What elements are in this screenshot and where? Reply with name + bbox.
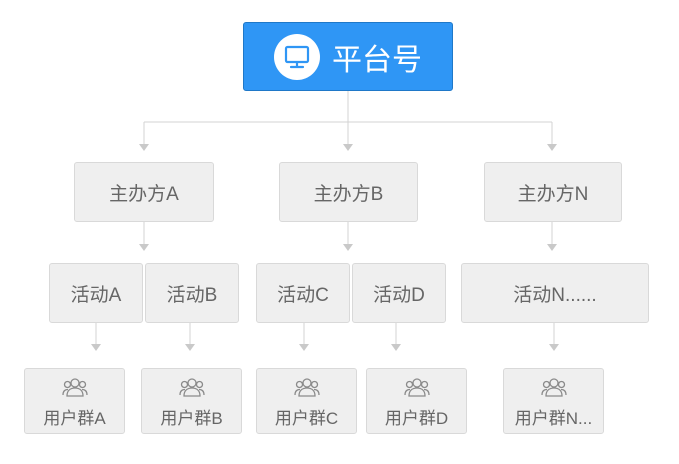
arrow-icon bbox=[547, 144, 557, 151]
users-icon bbox=[61, 377, 88, 402]
organizer-label: 主办方B bbox=[313, 183, 384, 205]
user-group-node-c[interactable]: 用户群C bbox=[256, 368, 357, 434]
activity-node-b[interactable]: 活动B bbox=[145, 263, 239, 323]
users-icon bbox=[178, 377, 205, 402]
activity-label: 活动B bbox=[166, 284, 218, 306]
user-group-node-d[interactable]: 用户群D bbox=[366, 368, 467, 434]
monitor-icon bbox=[274, 33, 320, 80]
arrow-icon bbox=[185, 344, 195, 351]
organizer-node-n[interactable]: 主办方N bbox=[484, 162, 622, 222]
activity-node-a[interactable]: 活动A bbox=[49, 263, 143, 323]
arrow-icon bbox=[139, 144, 149, 151]
users-icon bbox=[403, 377, 430, 402]
activity-label: 活动A bbox=[70, 284, 122, 306]
activity-label: 活动N...... bbox=[513, 284, 597, 306]
arrow-icon bbox=[549, 344, 559, 351]
arrow-icon bbox=[91, 344, 101, 351]
organizer-label: 主办方A bbox=[109, 183, 179, 205]
root-label: 平台号 bbox=[332, 43, 422, 77]
organizer-label: 主办方N bbox=[517, 183, 589, 205]
activity-node-d[interactable]: 活动D bbox=[352, 263, 446, 323]
arrow-icon bbox=[299, 344, 309, 351]
arrow-icon bbox=[343, 244, 353, 251]
users-icon bbox=[293, 377, 320, 402]
organizer-node-b[interactable]: 主办方B bbox=[279, 162, 418, 222]
user-group-label: 用户群B bbox=[160, 409, 223, 428]
arrow-icon bbox=[343, 144, 353, 151]
user-group-label: 用户群A bbox=[43, 409, 106, 428]
user-group-label: 用户群C bbox=[274, 409, 339, 428]
users-icon bbox=[540, 377, 567, 402]
user-group-node-n[interactable]: 用户群N... bbox=[503, 368, 604, 434]
user-group-label: 用户群N... bbox=[514, 409, 593, 428]
user-group-node-b[interactable]: 用户群B bbox=[141, 368, 242, 434]
activity-label: 活动C bbox=[277, 284, 329, 306]
root-node-platform[interactable]: 平台号 bbox=[243, 22, 453, 91]
user-group-node-a[interactable]: 用户群A bbox=[24, 368, 125, 434]
arrow-icon bbox=[391, 344, 401, 351]
user-group-label: 用户群D bbox=[384, 409, 449, 428]
organizer-node-a[interactable]: 主办方A bbox=[74, 162, 214, 222]
arrow-icon bbox=[547, 244, 557, 251]
arrow-icon bbox=[139, 244, 149, 251]
activity-label: 活动D bbox=[373, 284, 425, 306]
activity-node-c[interactable]: 活动C bbox=[256, 263, 350, 323]
activity-node-n[interactable]: 活动N...... bbox=[461, 263, 649, 323]
